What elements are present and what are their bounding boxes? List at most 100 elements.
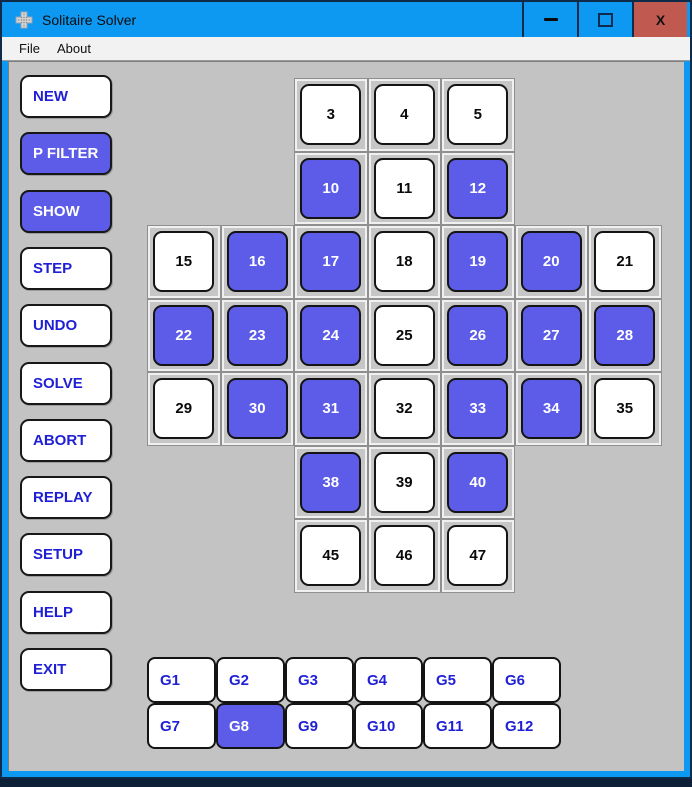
- cell-button-35[interactable]: 35: [594, 378, 656, 440]
- cell-button-28[interactable]: 28: [594, 304, 656, 366]
- sidebar-button-help[interactable]: HELP: [20, 591, 112, 634]
- board-tile-38: 38: [294, 445, 368, 519]
- group-button-g6[interactable]: G6: [492, 657, 561, 703]
- cell-button-18[interactable]: 18: [373, 231, 435, 293]
- board-tile-27: 27: [514, 298, 588, 372]
- window-title: Solitaire Solver: [42, 11, 137, 28]
- sidebar-button-show[interactable]: SHOW: [20, 190, 112, 233]
- cell-button-25[interactable]: 25: [373, 304, 435, 366]
- board-tile-16: 16: [220, 225, 294, 299]
- board-tile-29: 29: [147, 372, 221, 446]
- board-tile-4: 4: [367, 78, 441, 152]
- board-tile-25: 25: [367, 298, 441, 372]
- cell-button-27[interactable]: 27: [520, 304, 582, 366]
- sidebar-button-replay[interactable]: REPLAY: [20, 476, 112, 519]
- group-button-g10[interactable]: G10: [354, 703, 423, 749]
- cell-button-29[interactable]: 29: [153, 378, 215, 440]
- board-tile-35: 35: [588, 372, 662, 446]
- board-tile-12: 12: [441, 151, 515, 225]
- sidebar-button-solve[interactable]: SOLVE: [20, 362, 112, 405]
- board-tile-19: 19: [441, 225, 515, 299]
- cell-button-39[interactable]: 39: [373, 451, 435, 513]
- board-tile-45: 45: [294, 519, 368, 593]
- sidebar-button-setup[interactable]: SETUP: [20, 533, 112, 576]
- group-button-g4[interactable]: G4: [354, 657, 423, 703]
- board-tile-47: 47: [441, 519, 515, 593]
- cell-button-22[interactable]: 22: [153, 304, 215, 366]
- group-button-g9[interactable]: G9: [285, 703, 354, 749]
- cell-button-20[interactable]: 20: [520, 231, 582, 293]
- cell-button-24[interactable]: 24: [300, 304, 362, 366]
- maximize-button[interactable]: [577, 2, 632, 37]
- board-tile-15: 15: [147, 225, 221, 299]
- titlebar: Solitaire Solver X: [2, 2, 690, 37]
- group-button-g5[interactable]: G5: [423, 657, 492, 703]
- board-tile-20: 20: [514, 225, 588, 299]
- board-tile-39: 39: [367, 445, 441, 519]
- menu-item-about[interactable]: About: [56, 41, 91, 56]
- board-tile-10: 10: [294, 151, 368, 225]
- board-tile-21: 21: [588, 225, 662, 299]
- cell-button-26[interactable]: 26: [447, 304, 509, 366]
- menu-item-file[interactable]: File: [19, 41, 40, 56]
- cell-button-34[interactable]: 34: [520, 378, 582, 440]
- board-tile-23: 23: [220, 298, 294, 372]
- group-button-g7[interactable]: G7: [147, 703, 216, 749]
- group-button-g11[interactable]: G11: [423, 703, 492, 749]
- sidebar-button-p-filter[interactable]: P FILTER: [20, 132, 112, 175]
- cell-button-15[interactable]: 15: [153, 231, 215, 293]
- board-tile-46: 46: [367, 519, 441, 593]
- cell-button-47[interactable]: 47: [447, 525, 509, 587]
- cell-button-3[interactable]: 3: [300, 84, 362, 146]
- board-tile-18: 18: [367, 225, 441, 299]
- maximize-icon: [598, 12, 613, 27]
- cell-button-19[interactable]: 19: [447, 231, 509, 293]
- cell-button-21[interactable]: 21: [594, 231, 656, 293]
- cell-button-10[interactable]: 10: [300, 157, 362, 219]
- cell-button-30[interactable]: 30: [226, 378, 288, 440]
- cell-button-16[interactable]: 16: [226, 231, 288, 293]
- board-tile-28: 28: [588, 298, 662, 372]
- group-button-g8[interactable]: G8: [216, 703, 285, 749]
- minimize-icon: [543, 18, 558, 21]
- sidebar-button-step[interactable]: STEP: [20, 247, 112, 290]
- sidebar-button-undo[interactable]: UNDO: [20, 304, 112, 347]
- board-tile-33: 33: [441, 372, 515, 446]
- group-button-g2[interactable]: G2: [216, 657, 285, 703]
- cell-button-17[interactable]: 17: [300, 231, 362, 293]
- board-tile-31: 31: [294, 372, 368, 446]
- cell-button-32[interactable]: 32: [373, 378, 435, 440]
- cell-button-4[interactable]: 4: [373, 84, 435, 146]
- board-tile-5: 5: [441, 78, 515, 152]
- app-icon: [15, 11, 33, 29]
- cell-button-12[interactable]: 12: [447, 157, 509, 219]
- group-button-g3[interactable]: G3: [285, 657, 354, 703]
- sidebar-button-new[interactable]: NEW: [20, 75, 112, 118]
- sidebar-button-exit[interactable]: EXIT: [20, 648, 112, 691]
- cell-button-45[interactable]: 45: [300, 525, 362, 587]
- close-icon: X: [655, 11, 666, 28]
- close-button[interactable]: X: [632, 2, 687, 37]
- board-tile-17: 17: [294, 225, 368, 299]
- cell-button-11[interactable]: 11: [373, 157, 435, 219]
- group-button-g1[interactable]: G1: [147, 657, 216, 703]
- minimize-button[interactable]: [522, 2, 577, 37]
- board-tile-40: 40: [441, 445, 515, 519]
- group-button-g12[interactable]: G12: [492, 703, 561, 749]
- board-tile-26: 26: [441, 298, 515, 372]
- client-border: NEW P FILTER SHOW STEP UNDO SOLVE ABORT REPLAY S…: [2, 61, 690, 777]
- cell-button-33[interactable]: 33: [447, 378, 509, 440]
- cell-button-31[interactable]: 31: [300, 378, 362, 440]
- sidebar-button-abort[interactable]: ABORT: [20, 419, 112, 462]
- cell-button-38[interactable]: 38: [300, 451, 362, 513]
- board-tile-32: 32: [367, 372, 441, 446]
- client-area: NEW P FILTER SHOW STEP UNDO SOLVE ABORT REPLAY S…: [8, 61, 684, 771]
- board-tile-24: 24: [294, 298, 368, 372]
- cell-button-5[interactable]: 5: [447, 84, 509, 146]
- cell-button-40[interactable]: 40: [447, 451, 509, 513]
- cell-button-46[interactable]: 46: [373, 525, 435, 587]
- cell-button-23[interactable]: 23: [226, 304, 288, 366]
- board-tile-11: 11: [367, 151, 441, 225]
